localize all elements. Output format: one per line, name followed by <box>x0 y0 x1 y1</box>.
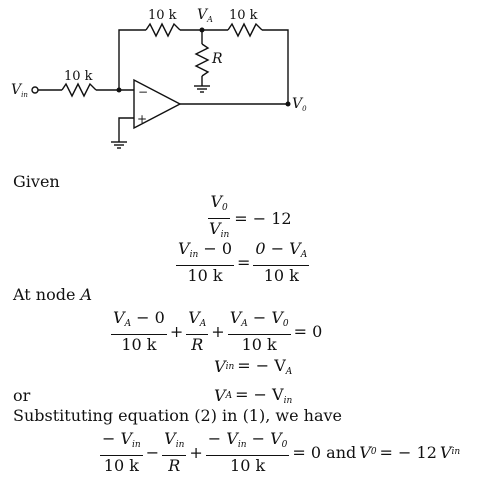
equation-gain: V0 Vin = − 12 <box>208 192 292 240</box>
equation-node-a: VA − 0 10 k + VA R + VA − V0 10 k = 0 <box>111 308 323 354</box>
shunt-resistor-label: R <box>211 51 223 67</box>
node-a-label: VA <box>197 7 213 24</box>
top-right-resistor <box>227 22 263 38</box>
circuit-diagram: 10 k VA 10 k R 10 k Vin V0 − + <box>11 7 307 149</box>
junction-dot <box>116 87 122 93</box>
top-right-resistor-label: 10 k <box>229 8 258 23</box>
at-node-label: At node A <box>13 285 93 304</box>
input-label: Vin <box>11 82 28 99</box>
output-dot <box>285 101 291 107</box>
input-resistor-label: 10 k <box>64 69 93 84</box>
input-resistor <box>61 82 97 98</box>
output-label: V0 <box>292 96 307 113</box>
input-terminal <box>31 86 39 94</box>
top-left-resistor <box>145 22 181 38</box>
top-left-resistor-label: 10 k <box>148 8 177 23</box>
equation-final: − Vin 10 k − Vin R + − Vin − V0 10 k = 0… <box>100 429 461 475</box>
op-amp <box>133 78 182 130</box>
or-label: or <box>13 386 31 405</box>
op-amp-minus: − <box>138 85 148 99</box>
op-amp-plus: + <box>137 112 147 126</box>
substituting-text: Substituting equation (2) in (1), we hav… <box>13 406 342 425</box>
node-a-dot <box>199 27 205 33</box>
equation-input-current: Vin − 0 10 k = 0 − VA 10 k <box>176 239 310 285</box>
shunt-resistor <box>194 43 210 77</box>
given-label: Given <box>13 172 60 191</box>
